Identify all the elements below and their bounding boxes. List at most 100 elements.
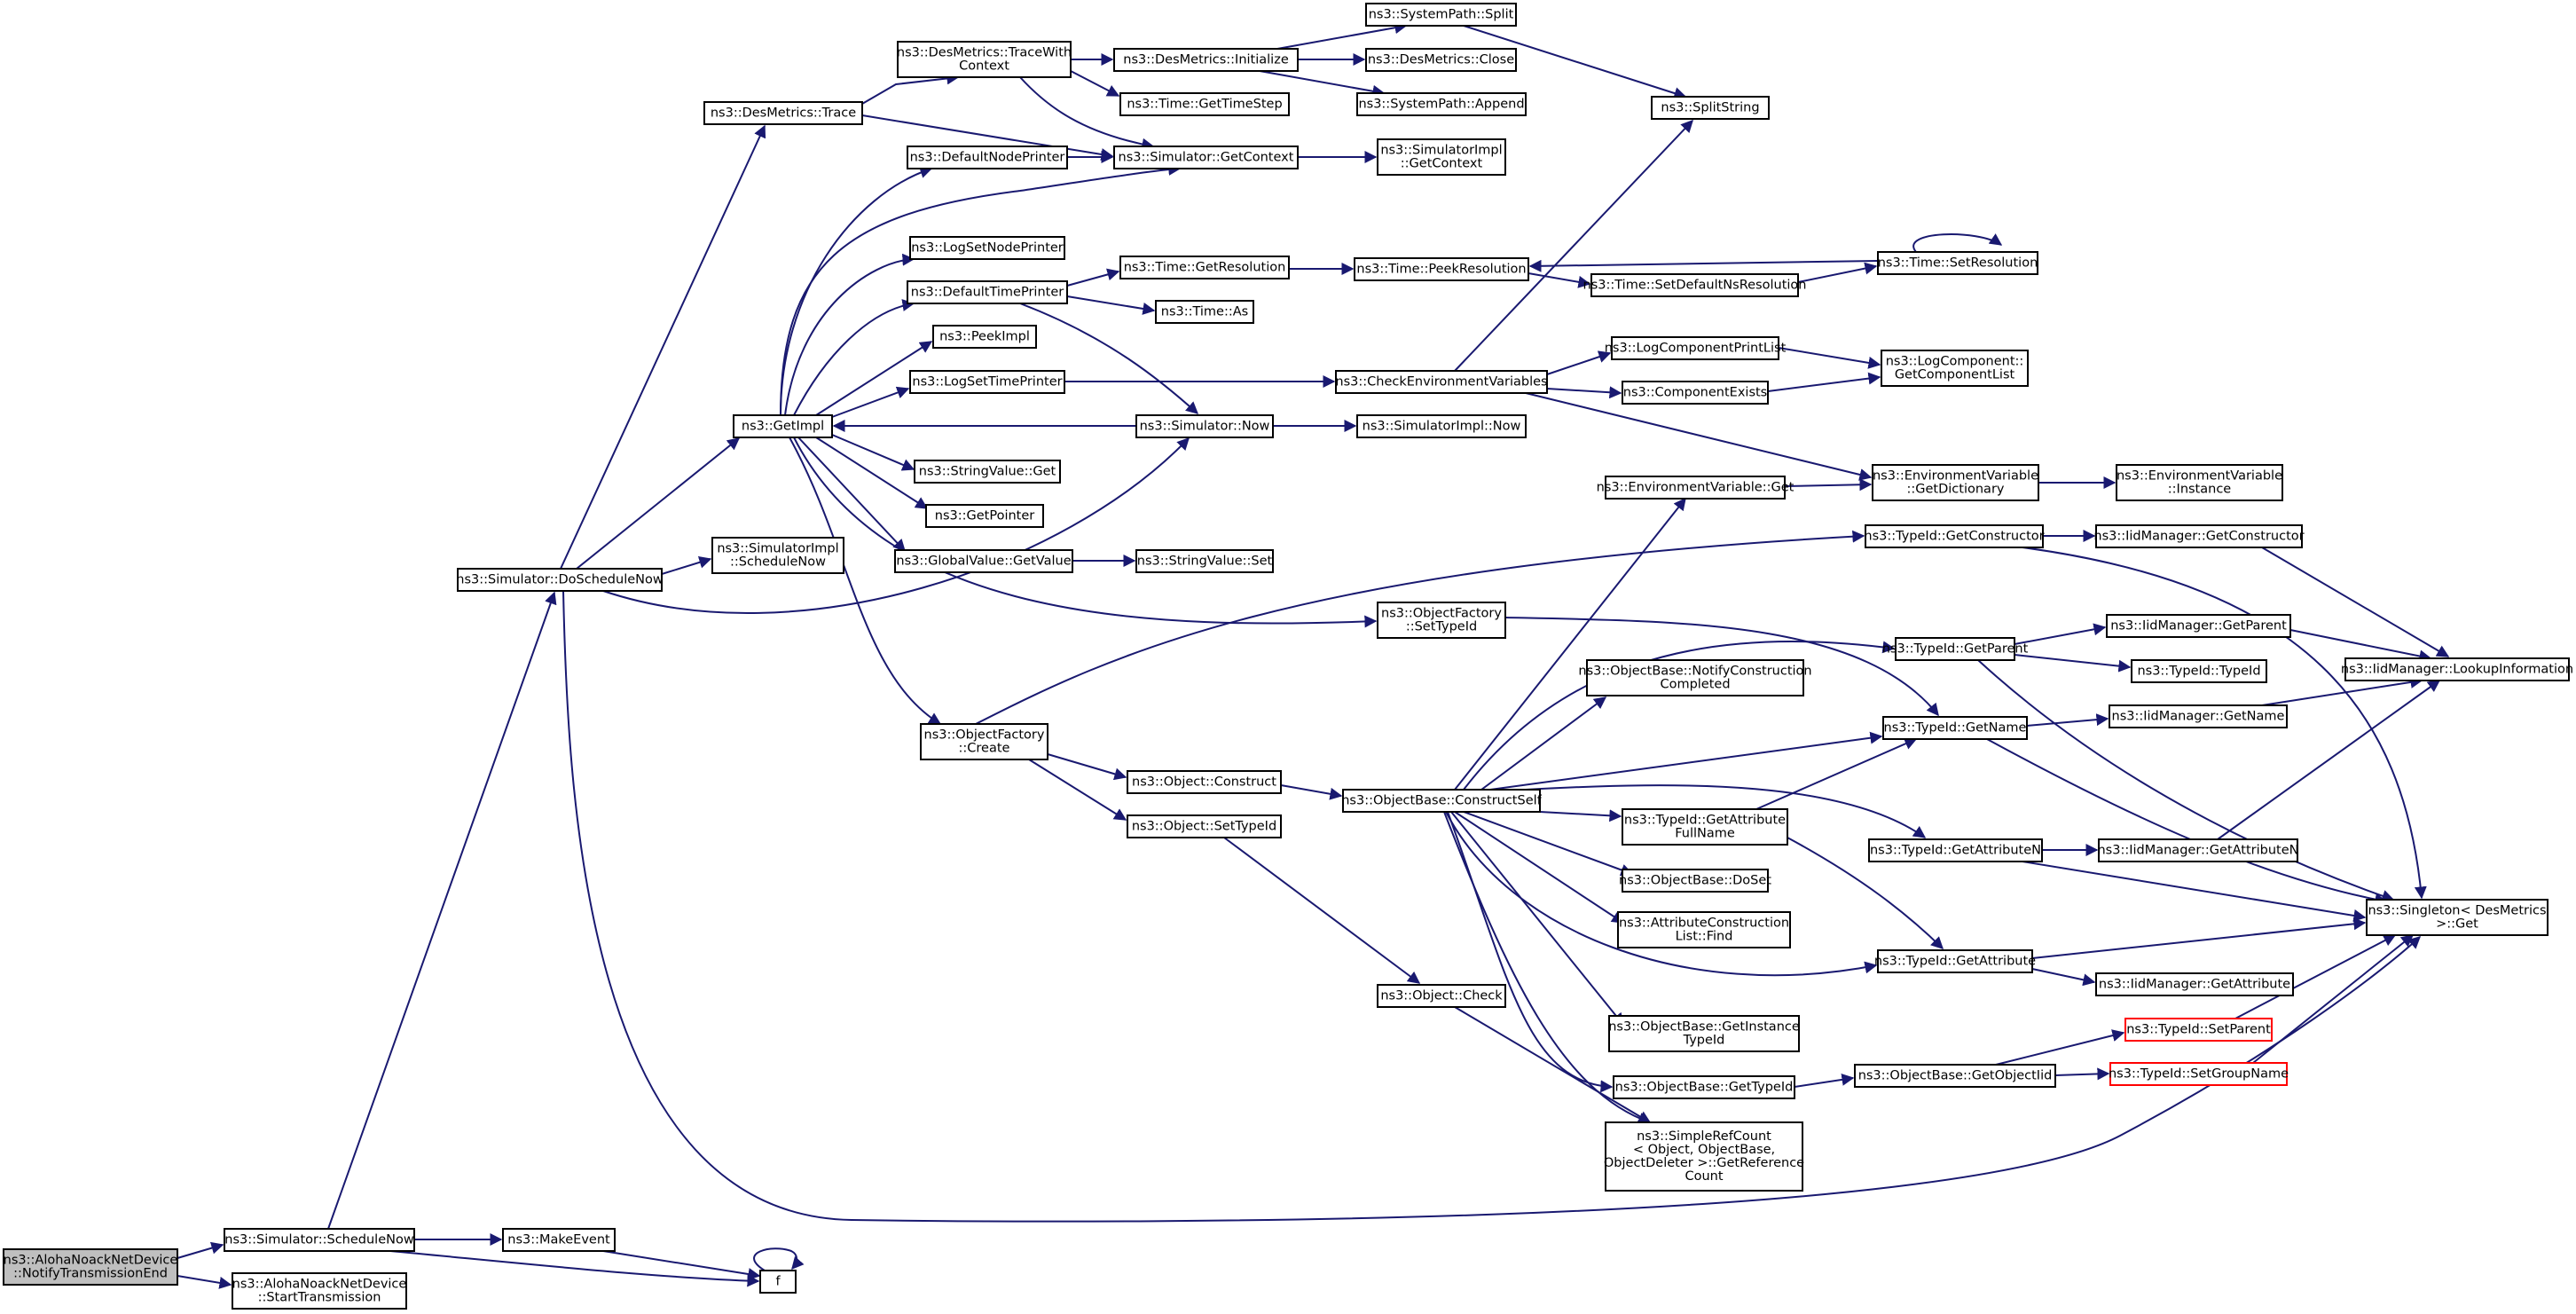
node-label-line: ::GetDictionary [1907, 483, 2005, 497]
call-edge-checkenv-to-logcomponentprintlist [1546, 350, 1612, 375]
function-node-objectbase-doset[interactable]: ns3::ObjectBase::DoSet [1619, 869, 1771, 893]
function-node-stringvalue-get[interactable]: ns3::StringValue::Get [914, 460, 1061, 484]
function-node-f[interactable]: f [759, 1270, 797, 1294]
call-edge-componentexists-to-logcomponent_getlist [1767, 372, 1881, 392]
function-node-syspath-split[interactable]: ns3::SystemPath::Split [1365, 3, 1517, 27]
function-node-stringvalue-set[interactable]: ns3::StringValue::Set [1135, 549, 1274, 573]
node-label-line: ns3::DefaultNodePrinter [910, 151, 1065, 165]
function-node-logsettimeprinter[interactable]: ns3::LogSetTimePrinter [909, 370, 1065, 394]
node-box [1877, 949, 2033, 973]
function-node-objectfactory-create[interactable]: ns3::ObjectFactory::Create [920, 723, 1048, 760]
call-edge-makeevent-to-f [602, 1250, 761, 1280]
function-node-globalvalue-getvalue[interactable]: ns3::GlobalValue::GetValue [894, 549, 1073, 573]
node-label-line: < Object, ObjectBase, [1633, 1143, 1775, 1157]
function-node-getpointer[interactable]: ns3::GetPointer [925, 504, 1044, 528]
function-node-typeid-getname[interactable]: ns3::TypeId::GetName [1882, 716, 2028, 740]
function-node-logsetnodeprinter[interactable]: ns3::LogSetNodePrinter [909, 236, 1065, 260]
function-node-defaulttimeprinter[interactable]: ns3::DefaultTimePrinter [907, 280, 1068, 304]
node-label-line: ns3::ObjectFactory [1381, 607, 1502, 621]
node-label-line: ns3::IidManager::GetAttributeN [2097, 844, 2298, 858]
function-node-typeid-setgroupname[interactable]: ns3::TypeId::SetGroupName [2109, 1062, 2289, 1086]
function-node-makeevent[interactable]: ns3::MakeEvent [502, 1228, 616, 1252]
function-node-checkenv[interactable]: ns3::CheckEnvironmentVariables [1335, 370, 1548, 394]
function-node-aloha-notify[interactable]: ns3::AlohaNoackNetDevice::NotifyTransmis… [3, 1248, 178, 1286]
function-node-objectfactory-settypeid[interactable]: ns3::ObjectFactory::SetTypeId [1377, 602, 1506, 639]
node-label-line: ns3::GetPointer [935, 509, 1035, 523]
function-node-typeid-setparent[interactable]: ns3::TypeId::SetParent [2124, 1018, 2273, 1042]
function-node-object-check[interactable]: ns3::Object::Check [1377, 984, 1506, 1008]
function-node-typeid-getattribute[interactable]: ns3::TypeId::GetAttribute [1874, 949, 2036, 973]
function-node-sim-getcontext[interactable]: ns3::Simulator::GetContext [1113, 146, 1299, 169]
function-node-time-gettimestep[interactable]: ns3::Time::GetTimeStep [1119, 92, 1290, 116]
function-node-defaultnodeprinter[interactable]: ns3::DefaultNodePrinter [907, 146, 1068, 169]
function-node-simimpl-schedulenow[interactable]: ns3::SimulatorImpl::ScheduleNow [711, 537, 844, 574]
node-label-line: ns3::MakeEvent [507, 1233, 610, 1247]
function-node-iidmanager-lookup[interactable]: ns3::IidManager::LookupInformation [2341, 657, 2573, 681]
function-node-envvar-get[interactable]: ns3::EnvironmentVariable::Get [1597, 476, 1795, 500]
function-node-time-setresolution[interactable]: ns3::Time::SetResolution [1877, 251, 2038, 275]
node-box [1119, 256, 1290, 279]
node-box [1377, 602, 1506, 639]
function-node-syspath-append[interactable]: ns3::SystemPath::Append [1356, 92, 1527, 116]
function-node-typeid-getattributen[interactable]: ns3::TypeId::GetAttributeN [1868, 838, 2043, 862]
function-node-iidmanager-getconstructor[interactable]: ns3::IidManager::GetConstructor [2093, 524, 2305, 548]
function-node-envvar-instance[interactable]: ns3::EnvironmentVariable::Instance [2116, 464, 2283, 501]
function-node-desmetrics-trace[interactable]: ns3::DesMetrics::Trace [703, 101, 863, 125]
function-node-typeid-getparent[interactable]: ns3::TypeId::GetParent [1882, 637, 2029, 661]
call-edge-time_setresolution-to-time_setresolution [1912, 233, 2003, 253]
function-node-singleton-get[interactable]: ns3::Singleton< DesMetrics >::Get [2366, 899, 2549, 936]
function-node-splitstring[interactable]: ns3::SplitString [1651, 96, 1770, 120]
function-node-logcomponent-getlist[interactable]: ns3::LogComponent::GetComponentList [1881, 350, 2029, 387]
function-node-time-as[interactable]: ns3::Time::As [1155, 300, 1254, 324]
function-node-typeid-typeid[interactable]: ns3::TypeId::TypeId [2131, 659, 2267, 683]
function-node-iidmanager-getattributen[interactable]: ns3::IidManager::GetAttributeN [2097, 838, 2299, 862]
function-node-objectbase-constructself[interactable]: ns3::ObjectBase::ConstructSelf [1341, 789, 1543, 813]
function-node-envvar-getdict[interactable]: ns3::EnvironmentVariable::GetDictionary [1872, 464, 2039, 501]
node-box [907, 146, 1068, 169]
node-box [1135, 414, 1274, 438]
function-node-peekimpl[interactable]: ns3::PeekImpl [932, 325, 1037, 349]
function-node-time-getresolution[interactable]: ns3::Time::GetResolution [1119, 256, 1290, 279]
node-box [1335, 370, 1548, 394]
function-node-typeid-getconstructor[interactable]: ns3::TypeId::GetConstructor [1864, 524, 2045, 548]
call-edge-typeid_getparent-to-iidmanager_getparent [2014, 623, 2107, 645]
function-node-iidmanager-getattribute[interactable]: ns3::IidManager::GetAttribute [2095, 972, 2294, 996]
function-node-sim-schedulenow[interactable]: ns3::Simulator::ScheduleNow [224, 1228, 415, 1252]
function-node-doschedulenow[interactable]: ns3::Simulator::DoScheduleNow [456, 568, 664, 592]
function-node-time-peekresolution[interactable]: ns3::Time::PeekResolution [1354, 257, 1529, 281]
call-edge-getimpl-to-sim_getcontext [780, 162, 1182, 416]
node-label-line: ns3::DesMetrics::Initialize [1123, 53, 1289, 67]
node-box [1651, 96, 1770, 120]
node-box [457, 568, 663, 592]
node-label-line: ns3::LogComponentPrintList [1605, 342, 1787, 356]
function-node-object-construct[interactable]: ns3::Object::Construct [1127, 770, 1282, 794]
function-node-objectbase-notify[interactable]: ns3::ObjectBase::NotifyConstructionCompl… [1578, 659, 1812, 696]
function-node-objectbase-getobjectiid[interactable]: ns3::ObjectBase::GetObjectIid [1854, 1064, 2056, 1088]
function-node-object-settypeid[interactable]: ns3::Object::SetTypeId [1127, 814, 1282, 838]
function-node-desm-close[interactable]: ns3::DesMetrics::Close [1365, 48, 1517, 72]
function-node-objectbase-gettypeid[interactable]: ns3::ObjectBase::GetTypeId [1613, 1075, 1795, 1099]
node-box [1590, 273, 1799, 297]
function-node-desm-init[interactable]: ns3::DesMetrics::Initialize [1113, 48, 1299, 72]
function-node-time-setdefaultns[interactable]: ns3::Time::SetDefaultNsResolution [1583, 273, 1807, 297]
function-node-logcomponentprintlist[interactable]: ns3::LogComponentPrintList [1605, 336, 1787, 360]
function-node-aloha-start[interactable]: ns3::AlohaNoackNetDevice::StartTransmiss… [232, 1272, 407, 1310]
function-node-iidmanager-getname[interactable]: ns3::IidManager::GetName [2109, 704, 2288, 728]
node-box [1868, 838, 2043, 862]
function-node-componentexists[interactable]: ns3::ComponentExists [1622, 381, 1769, 405]
call-edge-objectbase_constructself-to-envvar_get [1454, 497, 1686, 791]
call-edge-aloha_notify-to-sim_schedulenow [177, 1241, 224, 1259]
function-node-simplerefcount[interactable]: ns3::SimpleRefCount< Object, ObjectBase,… [1604, 1121, 1804, 1192]
function-node-sim-now[interactable]: ns3::Simulator::Now [1135, 414, 1274, 438]
function-node-simimpl-getcontext[interactable]: ns3::SimulatorImpl::GetContext [1377, 138, 1506, 176]
function-node-simimpl-now[interactable]: ns3::SimulatorImpl::Now [1356, 414, 1527, 438]
function-node-getimpl[interactable]: ns3::GetImpl [733, 414, 833, 438]
call-edge-desm_init-to-syspath_append [1259, 70, 1386, 98]
node-box [909, 370, 1065, 394]
function-node-iidmanager-getparent[interactable]: ns3::IidManager::GetParent [2106, 614, 2291, 638]
node-box [1608, 1015, 1800, 1052]
